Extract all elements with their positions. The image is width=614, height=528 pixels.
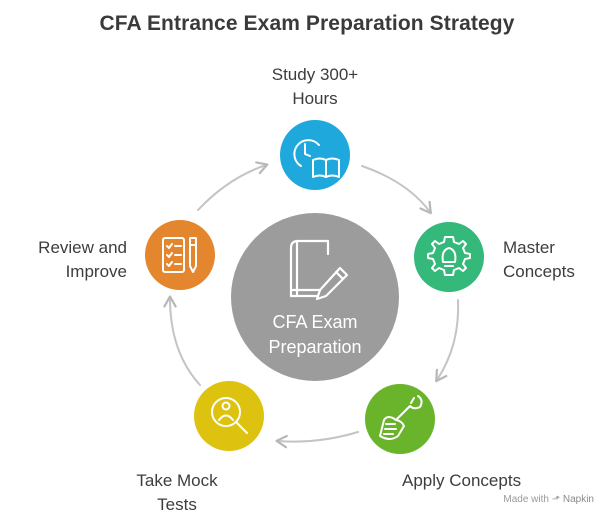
arrow-apply-to-mock: [275, 431, 359, 449]
arrow-study-to-master: [361, 165, 432, 215]
diagram-title: CFA Entrance Exam Preparation Strategy: [99, 12, 515, 35]
label-study: Study 300+ Hours: [271, 65, 359, 108]
label-review: Review and Improve: [38, 238, 127, 281]
arrow-review-to-study: [197, 161, 269, 211]
watermark: Made with ⬏ Napkin: [503, 494, 594, 505]
master-node: [414, 222, 484, 292]
magnifier-person-icon: [211, 397, 248, 434]
center-label: CFA Exam Preparation: [268, 312, 362, 357]
hand-wrench-icon: [379, 395, 423, 440]
label-mock: Take Mock Tests: [136, 471, 218, 514]
checklist-pen-icon: [162, 237, 197, 273]
label-apply: Apply Concepts: [402, 471, 522, 490]
gear-lightbulb-icon: [427, 236, 471, 276]
arrow-master-to-apply: [435, 299, 460, 383]
label-master: Master Concepts: [503, 238, 575, 281]
arrow-mock-to-review: [163, 295, 201, 386]
napkin-logo-icon: ⬏: [551, 494, 561, 505]
notebook-pencil-icon: [289, 239, 349, 301]
apply-node: [365, 384, 435, 454]
clock-book-icon: [293, 139, 340, 178]
study-node: [280, 120, 350, 190]
